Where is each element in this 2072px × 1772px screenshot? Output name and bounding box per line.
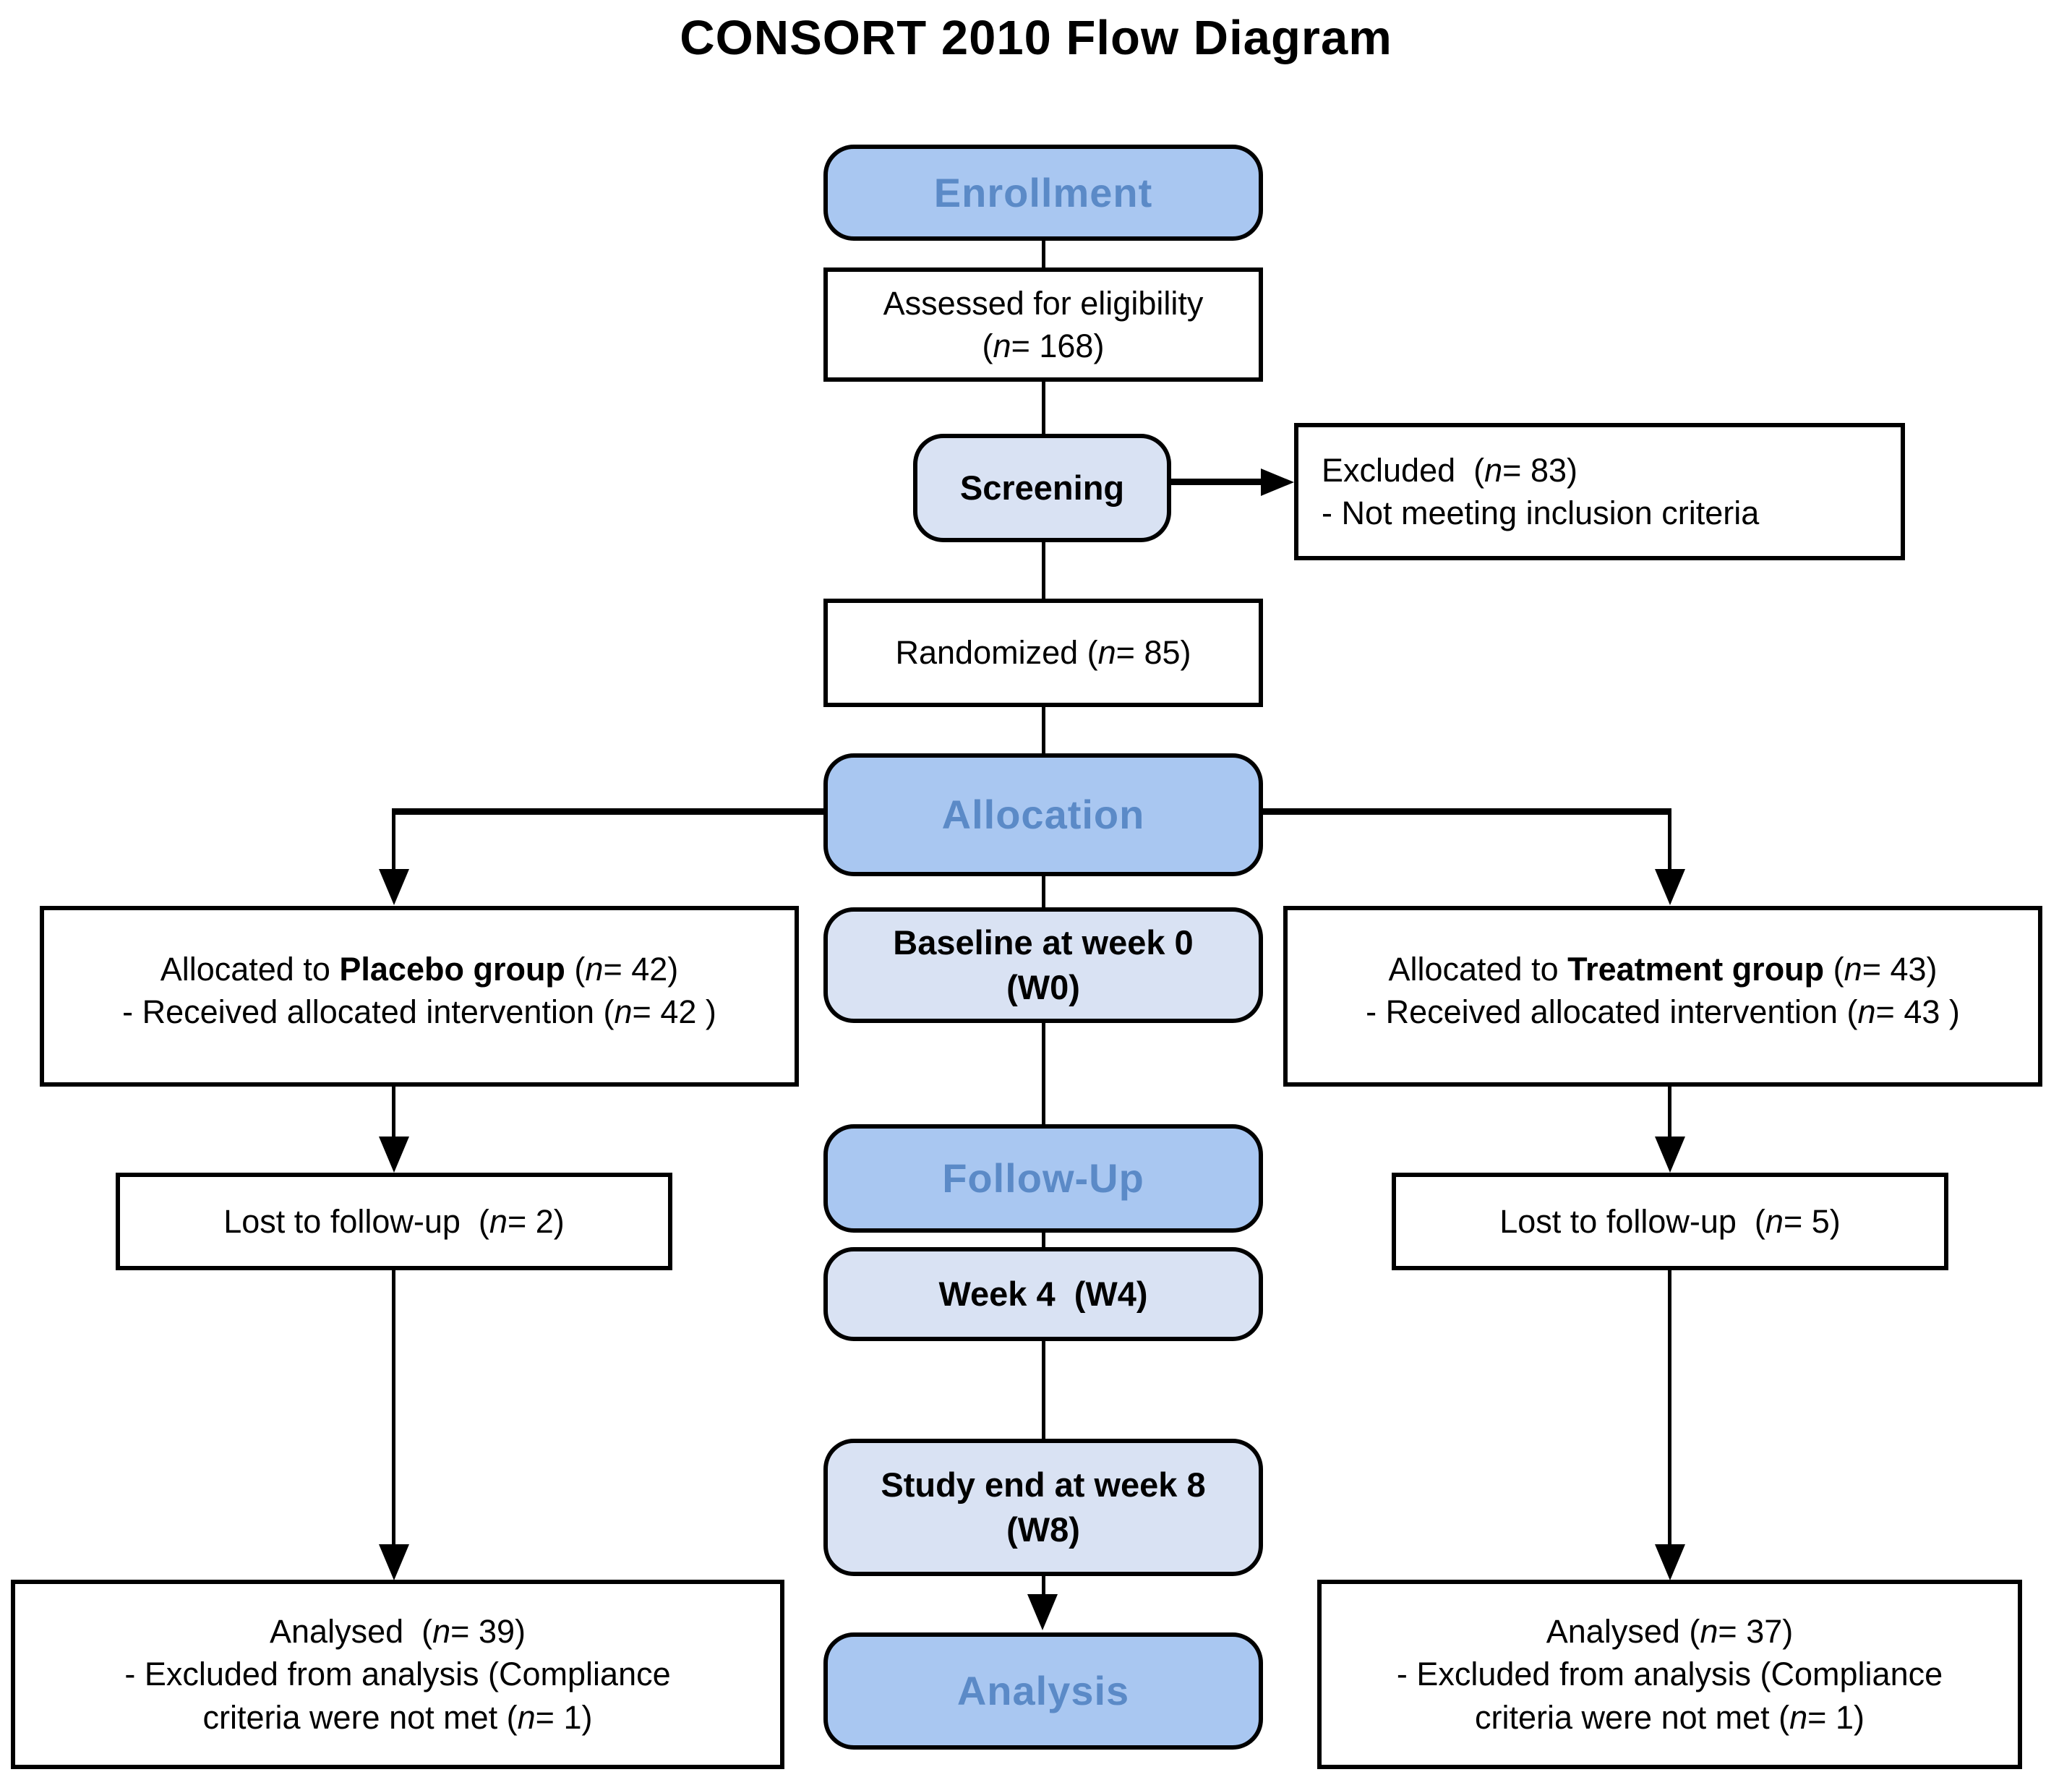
analysis-label: Analysis (956, 1668, 1130, 1714)
placebo-analysed-line-2: - Excluded from analysis (Compliance (124, 1656, 671, 1693)
excluded-box: Excluded (n= 83) - Not meeting inclusion… (1294, 423, 1905, 560)
studyend-line-2: (W8) (1006, 1510, 1080, 1549)
assessed-box: Assessed for eligibility (n= 168) (823, 267, 1263, 382)
treatment-lost-arrow-line (1668, 1087, 1671, 1137)
connector-screening-randomized (1042, 542, 1045, 599)
placebo-allocated-box: Allocated to Placebo group (n= 42) - Rec… (40, 906, 799, 1087)
screening-excluded-arrowhead (1261, 468, 1294, 496)
connector-allocation-baseline (1042, 876, 1045, 907)
assessed-line-1: Assessed for eligibility (883, 284, 1204, 322)
placebo-lost-arrow-line (392, 1087, 395, 1137)
baseline-line-1: Baseline at week 0 (893, 923, 1194, 962)
treatment-lost-arrowhead (1655, 1137, 1685, 1173)
placebo-analysed-line-3: criteria were not met (n= 1) (202, 1698, 593, 1736)
branch-left-arrowhead (379, 869, 409, 905)
branch-right-vline (1668, 808, 1671, 871)
screening-label: Screening (959, 468, 1125, 507)
week4-label: Week 4 (W4) (938, 1274, 1148, 1313)
connector-assessed-screening (1042, 382, 1045, 434)
connector-week4-studyend (1042, 1341, 1045, 1439)
treatment-allocated-pre: Allocated to (1388, 951, 1568, 988)
placebo-lost-label: Lost to follow-up (n= 2) (223, 1202, 565, 1240)
flow-title: CONSORT 2010 Flow Diagram (680, 11, 1392, 65)
treatment-lost-box: Lost to follow-up (n= 5) (1392, 1173, 1948, 1270)
treatment-lost-label: Lost to follow-up (n= 5) (1499, 1202, 1841, 1240)
placebo-analysed-line-1: Analysed (n= 39) (270, 1612, 526, 1650)
screening-excluded-arrow-line (1171, 479, 1265, 485)
treatment-analysed-line-1: Analysed (n= 37) (1546, 1612, 1794, 1650)
allocation-label: Allocation (941, 792, 1145, 838)
placebo-group-name: Placebo group (339, 951, 565, 988)
treatment-allocated-post: (n= 43) (1824, 951, 1938, 988)
randomized-box: Randomized (n= 85) (823, 599, 1263, 707)
enrollment-header-box: Enrollment (823, 145, 1263, 241)
treatment-analysed-line-2: - Excluded from analysis (Compliance (1396, 1656, 1943, 1693)
studyend-line-1: Study end at week 8 (881, 1465, 1206, 1504)
placebo-allocated-line-1: Allocated to Placebo group (n= 42) (160, 948, 679, 990)
excluded-line-2: - Not meeting inclusion criteria (1322, 495, 1760, 531)
studyend-analysis-arrow-line (1042, 1576, 1045, 1594)
analysis-header-box: Analysis (823, 1632, 1263, 1750)
followup-header-box: Follow-Up (823, 1124, 1263, 1233)
treatment-group-name: Treatment group (1567, 951, 1825, 988)
treatment-analysed-arrow-line (1668, 1270, 1671, 1545)
branch-left-vline (392, 808, 395, 871)
studyend-box: Study end at week 8 (W8) (823, 1439, 1263, 1576)
followup-label: Follow-Up (942, 1155, 1144, 1202)
treatment-analysed-line-3: criteria were not met (n= 1) (1475, 1698, 1865, 1736)
randomized-label: Randomized (n= 85) (895, 634, 1191, 672)
baseline-box: Baseline at week 0 (W0) (823, 907, 1263, 1023)
baseline-line-2: (W0) (1006, 968, 1080, 1006)
placebo-analysed-arrowhead (379, 1544, 409, 1580)
placebo-lost-arrowhead (379, 1137, 409, 1173)
excluded-line-1: Excluded (n= 83) (1322, 451, 1577, 489)
branch-right-arrowhead (1655, 869, 1685, 905)
placebo-allocated-pre: Allocated to (160, 951, 340, 988)
allocation-header-box: Allocation (823, 753, 1263, 876)
treatment-received-line: - Received allocated intervention (n= 43… (1366, 993, 1960, 1031)
treatment-analysed-arrowhead (1655, 1544, 1685, 1580)
week4-box: Week 4 (W4) (823, 1247, 1263, 1341)
assessed-line-2: (n= 168) (982, 328, 1105, 364)
connector-enrollment-assessed (1042, 241, 1045, 267)
placebo-received-line: - Received allocated intervention (n= 42… (122, 993, 716, 1031)
connector-baseline-followup (1042, 1023, 1045, 1124)
treatment-analysed-box: Analysed (n= 37) - Excluded from analysi… (1317, 1580, 2022, 1769)
branch-right-hline (1263, 808, 1670, 815)
connector-followup-week4 (1042, 1233, 1045, 1247)
connector-randomized-allocation (1042, 707, 1045, 753)
studyend-analysis-arrowhead (1027, 1594, 1058, 1630)
placebo-analysed-box: Analysed (n= 39) - Excluded from analysi… (11, 1580, 784, 1769)
enrollment-label: Enrollment (933, 169, 1153, 215)
treatment-allocated-line-1: Allocated to Treatment group (n= 43) (1388, 948, 1937, 990)
treatment-allocated-box: Allocated to Treatment group (n= 43) - R… (1283, 906, 2042, 1087)
placebo-allocated-post: (n= 42) (565, 951, 679, 988)
placebo-analysed-arrow-line (392, 1270, 395, 1545)
placebo-lost-box: Lost to follow-up (n= 2) (116, 1173, 672, 1270)
branch-left-hline (394, 808, 823, 815)
screening-box: Screening (913, 434, 1171, 542)
